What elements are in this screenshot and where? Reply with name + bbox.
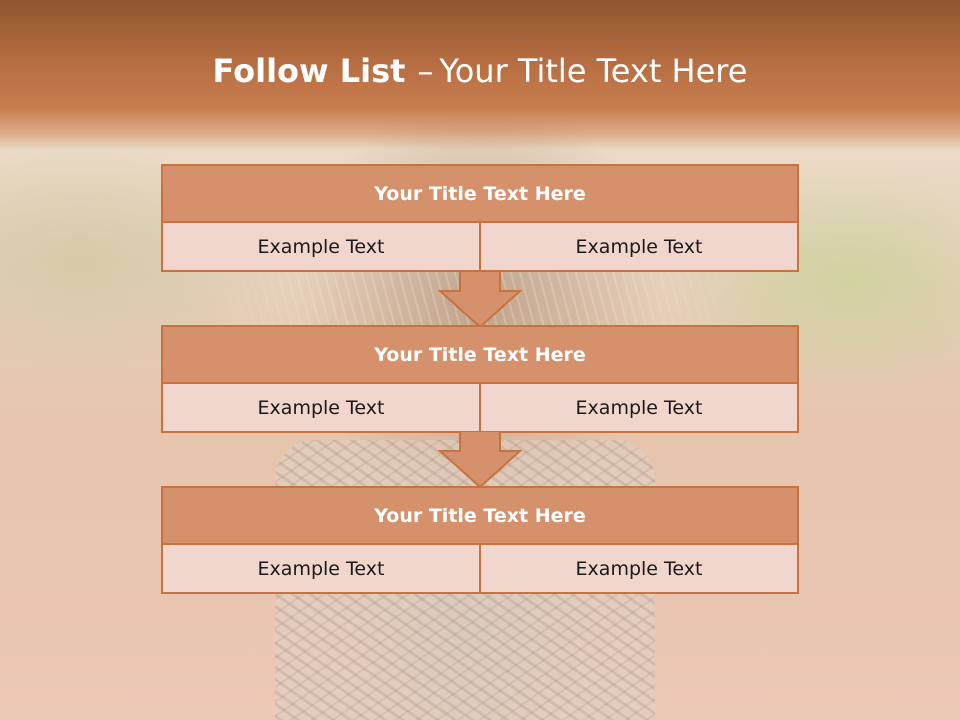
step-heading: Your Title Text Here — [163, 166, 797, 223]
title-rest: Your Title Text Here — [439, 52, 748, 90]
step-box-3: Your Title Text Here Example Text Exampl… — [161, 486, 799, 594]
step-cell-left: Example Text — [257, 557, 385, 580]
step-heading: Your Title Text Here — [163, 488, 797, 545]
title-separator: – — [417, 52, 434, 90]
down-arrow-icon — [438, 271, 522, 329]
step-box-2: Your Title Text Here Example Text Exampl… — [161, 325, 799, 433]
down-arrow-icon — [438, 431, 522, 489]
slide-title: Follow List–Your Title Text Here — [0, 52, 960, 90]
title-bold: Follow List — [212, 52, 406, 90]
step-row: Example Text Example Text — [163, 384, 797, 431]
step-cell-right: Example Text — [479, 223, 797, 270]
step-cell-right: Example Text — [479, 545, 797, 592]
step-cell-right: Example Text — [479, 384, 797, 431]
step-cell-left: Example Text — [257, 235, 385, 258]
step-box-1: Your Title Text Here Example Text Exampl… — [161, 164, 799, 272]
step-heading: Your Title Text Here — [163, 327, 797, 384]
step-cell-left: Example Text — [257, 396, 385, 419]
title-banner — [0, 0, 960, 150]
step-row: Example Text Example Text — [163, 545, 797, 592]
step-row: Example Text Example Text — [163, 223, 797, 270]
